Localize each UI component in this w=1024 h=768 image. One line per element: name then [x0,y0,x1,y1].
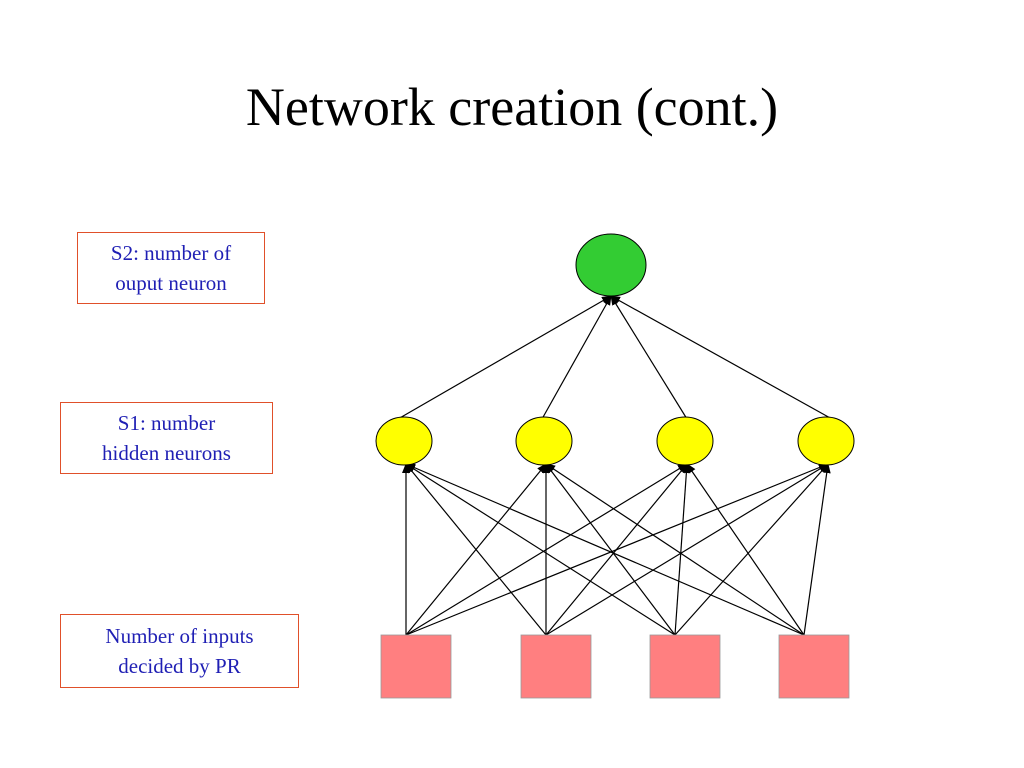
edge-input-4-to-hidden-3 [686,463,805,636]
edge-hidden-2-to-output [541,295,612,420]
edge-input-4-to-hidden-2 [545,463,805,636]
edge-input-4-to-hidden-4 [803,463,831,636]
input-node-3 [649,634,721,699]
input-label-line1: Number of inputs [105,624,254,648]
edge-hidden-1-to-output [397,295,612,420]
output-label-line1: S2: number of [110,241,232,265]
hidden-neuron-3 [656,416,714,466]
hidden-label-line2: hidden neurons [102,441,231,465]
edge-input-3-to-hidden-4 [674,463,829,636]
edge-hidden-3-to-output [610,295,688,420]
input-node-4 [778,634,850,699]
edge-input-3-to-hidden-1 [405,463,676,636]
hidden-label-line1: S1: number [117,411,216,435]
hidden-layer-label: S1: number hidden neurons [60,402,273,474]
input-node-2 [520,634,592,699]
output-label-line2: ouput neuron [115,271,227,295]
neurons [375,233,855,699]
hidden-neuron-2 [515,416,573,466]
edge-hidden-4-to-output [610,295,833,420]
hidden-neuron-1 [375,416,433,466]
connections [397,295,833,636]
edge-input-3-to-hidden-3 [674,463,691,636]
edge-input-4-to-hidden-1 [405,463,805,636]
edge-input-2-to-hidden-1 [405,463,547,636]
slide-title: Network creation (cont.) [245,77,779,137]
input-node-1 [380,634,452,699]
input-label-line2: decided by PR [118,654,241,678]
input-layer-label: Number of inputs decided by PR [60,614,299,688]
hidden-neuron-4 [797,416,855,466]
edge-input-2-to-hidden-3 [545,463,688,636]
output-neuron [575,233,647,297]
edge-input-3-to-hidden-2 [545,463,676,636]
output-layer-label: S2: number of ouput neuron [77,232,265,304]
edge-input-2-to-hidden-4 [545,463,829,636]
